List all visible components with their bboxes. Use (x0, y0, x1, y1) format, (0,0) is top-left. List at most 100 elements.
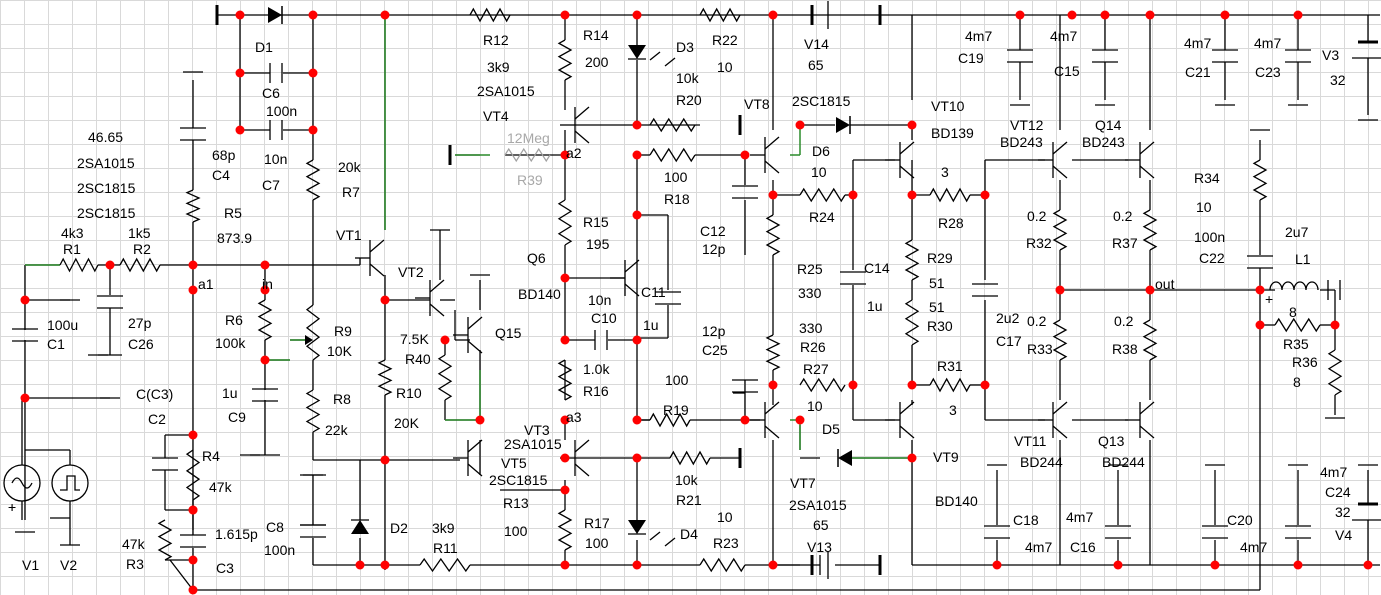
component-label-r32v: 0.2 (1027, 208, 1047, 224)
component-label-r36: R36 (1292, 354, 1318, 370)
diode-body (836, 117, 850, 133)
component-label-r39v: 12Meg (507, 130, 550, 146)
component-label-c18v: 4m7 (1025, 539, 1053, 555)
wire (664, 537, 676, 547)
junction-dot (632, 335, 642, 345)
component-label-c19: C19 (958, 50, 984, 66)
component-label-r7: R7 (342, 184, 360, 200)
component-label-c2: C2 (148, 411, 166, 427)
component-label-vt3: VT3 (524, 422, 550, 438)
junction-dot (1145, 10, 1155, 20)
junction-dot (632, 453, 642, 463)
junction-dot (980, 380, 990, 390)
component-label-r9v: 10K (327, 343, 352, 359)
junction-dot (632, 150, 642, 160)
wire (649, 117, 696, 133)
component-label-c4: C4 (212, 167, 230, 183)
wire (169, 559, 194, 591)
wire (305, 389, 321, 433)
junction-dot (1210, 560, 1220, 570)
wire (649, 531, 661, 541)
wire (1139, 141, 1155, 155)
component-label-c2x: C(C3) (136, 386, 174, 402)
wire (429, 279, 445, 293)
component-label-vt12: VT12 (1010, 117, 1044, 133)
component-label-r6: R6 (225, 312, 243, 328)
component-label-r25v: 330 (798, 285, 822, 301)
junction-dot (1255, 320, 1265, 330)
component-label-c16: C16 (1070, 539, 1096, 555)
component-label-c14v: 1u (867, 298, 883, 314)
junction-dot (632, 415, 642, 425)
component-label-vt11: VT11 (1014, 433, 1047, 449)
component-label-r20: R20 (676, 92, 702, 108)
junction-dot (260, 260, 270, 270)
wire (419, 557, 471, 573)
component-label-vt4: VT4 (483, 108, 509, 124)
component-label-r40: R40 (405, 351, 431, 367)
component-label-r12v: 3k9 (487, 59, 510, 75)
wire (574, 130, 590, 144)
component-label-r13v: 100 (504, 523, 528, 539)
junction-dot (848, 190, 858, 200)
junction-dot (795, 415, 805, 425)
component-label-d1: D1 (255, 39, 273, 55)
component-label-vt9: VT9 (933, 449, 959, 465)
wire (799, 187, 846, 203)
component-label-r19v: 100 (665, 372, 689, 388)
junction-dot (1145, 285, 1155, 295)
component-label-q15: Q15 (495, 325, 522, 341)
junction-dot (355, 560, 365, 570)
wire (429, 303, 445, 317)
component-label-a1: a1 (198, 276, 214, 292)
component-label-c25v: 12p (702, 323, 726, 339)
junction-dot (380, 295, 390, 305)
diode-body (628, 45, 646, 59)
component-label-r33: R33 (1027, 341, 1053, 357)
wire (699, 557, 746, 573)
wire (799, 377, 846, 393)
component-label-r11v: 3k9 (432, 520, 455, 536)
component-label-r10: R10 (396, 385, 422, 401)
sine-icon (11, 477, 33, 489)
component-label-q6t: BD140 (518, 286, 561, 302)
component-label-r12: R12 (483, 32, 509, 48)
wire (649, 412, 691, 428)
wire (1052, 401, 1068, 415)
component-label-vt12t: BD243 (1000, 134, 1043, 150)
junction-dot (560, 560, 570, 570)
wire (1139, 425, 1155, 439)
component-label-r30: R30 (927, 318, 953, 334)
wire (467, 316, 483, 330)
component-label-c12v: 12p (702, 241, 726, 257)
junction-dot (1293, 560, 1303, 570)
component-label-vt5: VT5 (501, 455, 527, 471)
junction-dot (1015, 10, 1025, 20)
component-label-c24v: 4m7 (1320, 464, 1348, 480)
component-label-vt10: VT10 (931, 98, 965, 114)
component-label-c17v: 2u2 (996, 310, 1020, 326)
diode-body (351, 520, 369, 534)
component-label-r3v: 47k (122, 536, 145, 552)
junction-dot (795, 120, 805, 130)
junction-dot (632, 120, 642, 130)
component-label-c11v: 1u (643, 317, 659, 333)
component-label-t1: 2SA1015 (77, 155, 135, 171)
component-label-l1v: 2u7 (1285, 224, 1309, 240)
wire (59, 257, 99, 273)
component-label-c3: C3 (216, 560, 234, 576)
component-label-vt8: VT8 (744, 96, 770, 112)
junction-dot (188, 585, 198, 595)
component-label-r3: R3 (126, 556, 144, 572)
wire (899, 425, 915, 439)
component-label-d3v: 10k (676, 70, 699, 86)
component-label-c18: C18 (1013, 512, 1039, 528)
wire (1052, 319, 1068, 361)
component-label-t2: 2SC1815 (77, 180, 136, 196)
inductor-l1 (1269, 281, 1319, 291)
component-label-c3v: 1.615p (215, 526, 258, 542)
component-label-c21: C21 (1185, 64, 1211, 80)
component-label-r13: R13 (503, 495, 529, 511)
component-label-r31: R31 (937, 358, 963, 374)
